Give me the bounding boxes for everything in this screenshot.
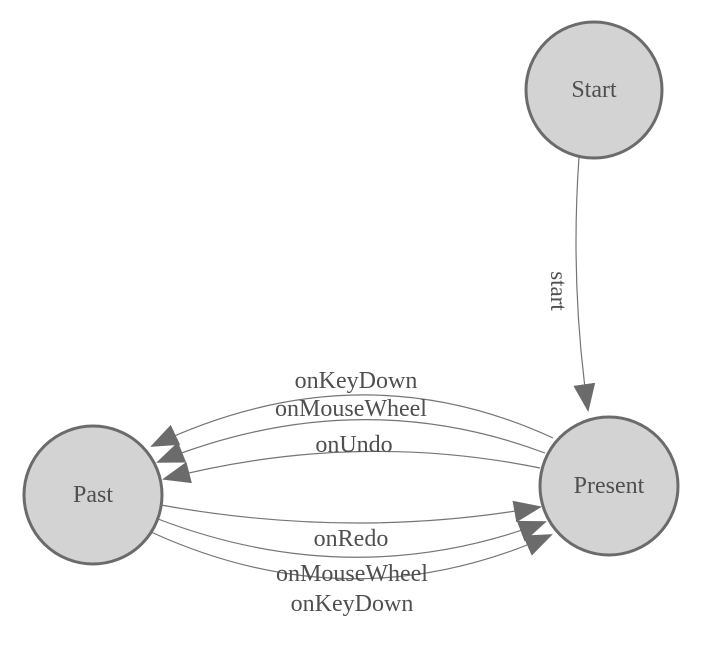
edge-present-to-past-keydown[interactable] [150, 394, 554, 447]
node-start-circle[interactable] [524, 20, 664, 160]
edge-layer [150, 156, 596, 580]
edge-label-start: start [546, 271, 571, 311]
edge-present-to-past-mousewheel[interactable] [156, 419, 546, 463]
edge-label-onundo: onUndo [315, 432, 392, 458]
node-past-circle[interactable] [22, 424, 164, 566]
node-past[interactable]: Past [22, 424, 164, 566]
edge-start-to-present[interactable] [573, 156, 596, 412]
edge-past-to-present-keydown[interactable] [150, 531, 553, 580]
edge-label-onkeydown-top: onKeyDown [295, 368, 418, 394]
edge-label-onmousewheel-bottom: onMouseWheel [276, 561, 428, 587]
edge-label-onkeydown-bottom: onKeyDown [291, 591, 414, 617]
edge-label-layer: start onKeyDown onMouseWheel onUndo onRe… [275, 271, 571, 617]
edge-past-to-present-mousewheel[interactable] [157, 518, 547, 558]
node-start-label: Start [571, 77, 617, 103]
node-past-label: Past [73, 482, 113, 508]
edge-label-onredo: onRedo [314, 526, 389, 552]
edge-past-to-present-redo[interactable] [160, 500, 542, 524]
node-present-label: Present [574, 473, 645, 499]
node-present-circle[interactable] [538, 415, 680, 557]
node-start[interactable]: Start [524, 20, 664, 160]
edge-label-onmousewheel-top: onMouseWheel [275, 396, 427, 422]
node-present[interactable]: Present [538, 415, 680, 557]
edge-present-to-past-undo[interactable] [162, 450, 541, 484]
